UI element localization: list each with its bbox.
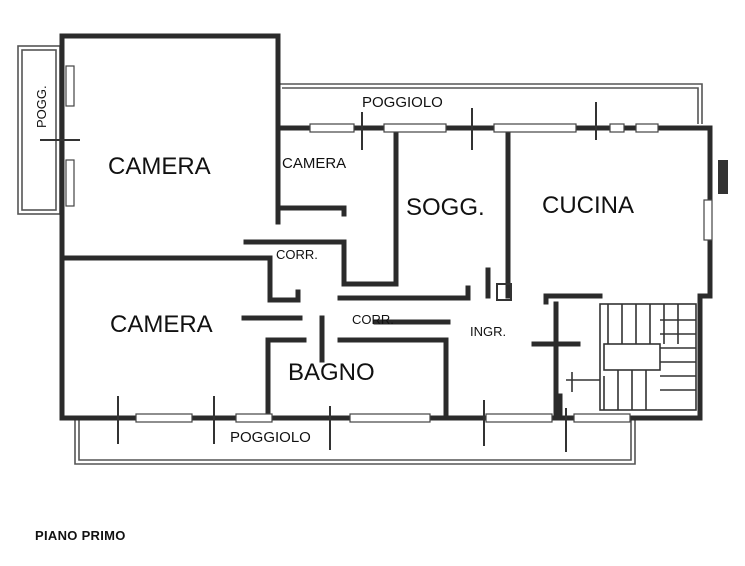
balcony-label-left: POGG. — [34, 85, 49, 128]
balcony-label-top: POGGIOLO — [362, 94, 443, 111]
top-balcony — [278, 83, 703, 124]
room-label-camera-top-left: CAMERA — [108, 153, 211, 180]
room-label-ingresso: INGR. — [470, 324, 506, 339]
room-label-camera-small: CAMERA — [282, 155, 346, 172]
windows — [65, 65, 713, 423]
room-label-cucina: CUCINA — [542, 192, 634, 219]
left-balcony — [17, 45, 61, 215]
chimney-mark — [718, 160, 728, 194]
door-marks — [40, 102, 597, 452]
outer-walls — [59, 33, 728, 421]
room-label-corr-upper: CORR. — [276, 247, 318, 262]
room-label-camera-bottom-left: CAMERA — [110, 311, 213, 338]
floor-title: PIANO PRIMO — [35, 528, 126, 543]
bottom-balcony — [74, 420, 636, 465]
room-label-bagno: BAGNO — [288, 359, 375, 386]
staircase — [566, 303, 697, 411]
interior-walls — [59, 125, 603, 421]
room-label-soggiorno: SOGG. — [406, 194, 485, 221]
room-label-corr-lower: CORR. — [352, 312, 394, 327]
balcony-label-bottom: POGGIOLO — [230, 429, 311, 446]
